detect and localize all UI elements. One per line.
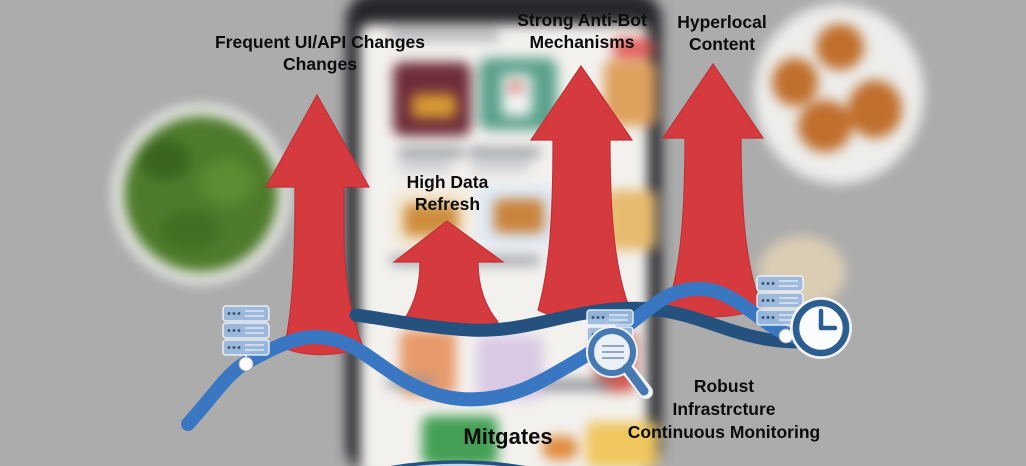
text-smudge xyxy=(468,148,540,157)
label-mitigates: Mitgates xyxy=(463,424,553,449)
text-smudge xyxy=(398,148,464,157)
magnifier-icon xyxy=(586,326,653,399)
arrow-high-data-refresh xyxy=(392,220,505,332)
app-tile-detail xyxy=(412,94,456,118)
app-tile-detail xyxy=(509,82,523,92)
app-tile xyxy=(586,422,658,466)
label-robust-infrastructure-monitoring: Robust Infrastrcture Continuous Monitori… xyxy=(627,376,821,442)
arrow-frequent-ui-api-changes xyxy=(264,93,371,356)
snack-ball xyxy=(798,100,852,152)
arrow-strong-anti-bot xyxy=(529,64,634,320)
snack-ball xyxy=(816,24,864,70)
server-stack-icon xyxy=(222,305,270,356)
curve-mitigation-blue xyxy=(181,281,821,431)
connector-dot xyxy=(238,356,254,372)
salad-greens-shade xyxy=(160,210,220,250)
text-smudge xyxy=(470,163,530,170)
clock-icon xyxy=(790,297,852,359)
label-frequent-ui-api-changes: Frequent UI/API Changes Changes xyxy=(214,32,426,74)
text-smudge xyxy=(540,380,610,390)
salad-greens-shade xyxy=(140,140,190,180)
app-tile xyxy=(422,416,498,466)
label-high-data-refresh: High Data Refresh xyxy=(406,172,489,214)
label-hyperlocal-content: Hyperlocal Content xyxy=(677,12,767,54)
snack-ball xyxy=(772,58,818,106)
salad-greens-light xyxy=(200,160,255,205)
search-bar-smudge xyxy=(388,30,500,40)
label-strong-anti-bot: Strong Anti-Bot Mechanisms xyxy=(517,10,647,52)
snack-ball xyxy=(848,80,902,138)
text-smudge xyxy=(398,163,452,170)
app-tile xyxy=(612,38,654,58)
app-tile xyxy=(542,436,578,460)
arrow-hyperlocal-content xyxy=(661,62,765,318)
app-tile-detail xyxy=(494,199,544,233)
app-tile-detail xyxy=(502,74,532,116)
mitigation-banner-arc xyxy=(390,460,526,466)
